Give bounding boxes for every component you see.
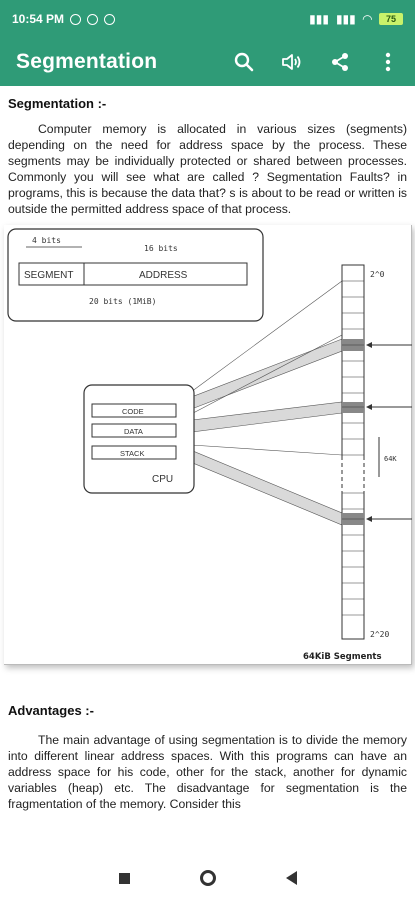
- app-bar: Segmentation: [0, 38, 415, 86]
- battery-icon: 75: [379, 13, 403, 25]
- notification-icon-2: [104, 13, 116, 25]
- speaker-icon[interactable]: [281, 51, 303, 73]
- alarm-icon: [70, 13, 82, 25]
- segment-band-data: [342, 402, 364, 413]
- back-icon[interactable]: [285, 871, 297, 885]
- arrow-code: [366, 342, 372, 348]
- code-register-label: CODE: [122, 407, 144, 416]
- stack-mapping: [175, 443, 343, 526]
- data-mapping: [175, 401, 343, 435]
- app-title: Segmentation: [16, 50, 158, 73]
- system-nav-bar: [0, 856, 415, 900]
- status-bar: 10:54 PM ▮▮▮ ▮▮▮ ◠ 75: [0, 0, 415, 38]
- battery-level: 75: [385, 14, 396, 24]
- bits-segment-text: 4 bits: [32, 236, 61, 245]
- bits-address-text: 16 bits: [144, 244, 178, 253]
- data-register: [91, 423, 177, 438]
- notification-icon: [87, 13, 99, 25]
- recents-icon[interactable]: [118, 872, 130, 884]
- memory-bottom-address: 2^20: [370, 630, 389, 639]
- search-icon[interactable]: [233, 51, 255, 73]
- advantages-paragraph: The main advantage of using segmentation…: [8, 733, 407, 811]
- code-mapping: [175, 338, 343, 416]
- address-register: [18, 262, 248, 286]
- diagram-svg: 4 bits 16 bits SEGMENT ADDRESS 20 bits (…: [7, 228, 412, 662]
- stack-register-label: STACK: [120, 449, 144, 458]
- home-icon[interactable]: [199, 870, 216, 886]
- stack-register: [91, 445, 177, 460]
- wifi-icon: ◠: [362, 12, 372, 26]
- segment-field-label: SEGMENT: [24, 270, 73, 281]
- size-label: 64K: [384, 455, 397, 463]
- arrow-data: [366, 404, 372, 410]
- data-register-label: DATA: [124, 427, 143, 436]
- memory-top-address: 2^0: [370, 270, 385, 279]
- signal-icon-2: ▮▮▮: [335, 12, 356, 26]
- article-content[interactable]: Segmentation :- Computer memory is alloc…: [0, 86, 415, 856]
- signal-icon: ▮▮▮: [309, 12, 329, 26]
- more-vert-icon[interactable]: [377, 51, 399, 73]
- section-heading-advantages: Advantages :-: [8, 703, 94, 718]
- cpu-label: CPU: [152, 474, 173, 485]
- segmentation-diagram: 4 bits 16 bits SEGMENT ADDRESS 20 bits (…: [4, 225, 412, 665]
- diagram-caption: 64KiB Segments: [303, 652, 382, 662]
- arrow-stack: [366, 516, 372, 522]
- address-field-label: ADDRESS: [139, 270, 188, 281]
- share-icon[interactable]: [329, 51, 351, 73]
- code-register: [91, 403, 177, 418]
- bits-total-text: 20 bits (1MiB): [89, 297, 156, 306]
- segmentation-paragraph: Computer memory is allocated in various …: [8, 122, 407, 216]
- status-time: 10:54 PM: [12, 12, 65, 26]
- section-heading-segmentation: Segmentation :-: [8, 96, 107, 111]
- cpu-box: [83, 384, 195, 494]
- memory-dividers: [342, 280, 364, 616]
- memory-column: [341, 264, 365, 640]
